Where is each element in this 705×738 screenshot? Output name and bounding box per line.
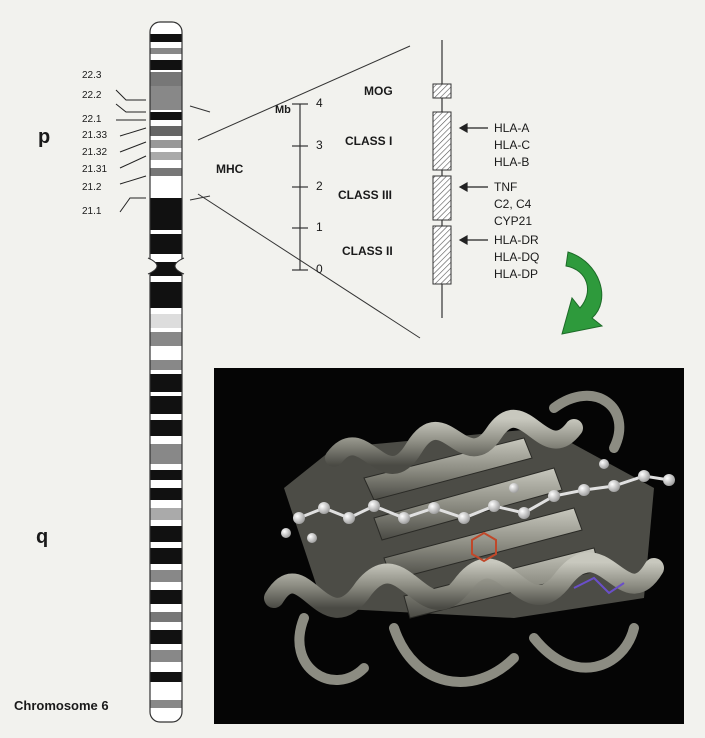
chromosome-ideogram	[150, 22, 182, 722]
gene-label: TNF	[494, 180, 517, 194]
band-label: 21.32	[82, 147, 107, 158]
band-label: 21.31	[82, 164, 107, 175]
scale-tick: 3	[316, 138, 323, 152]
gene-label: CYP21	[494, 214, 532, 228]
class1-block	[433, 112, 451, 170]
band-leader-lines	[116, 90, 146, 212]
band-label: 22.2	[82, 90, 101, 101]
scale-tick: 1	[316, 220, 323, 234]
scale-tick: 0	[316, 262, 323, 276]
green-curved-arrow-icon	[562, 252, 602, 334]
class1-label: CLASS I	[345, 134, 392, 148]
gene-label: HLA-B	[494, 155, 529, 169]
scale-tick: 4	[316, 96, 323, 110]
band-label: 22.1	[82, 114, 101, 125]
gene-label: HLA-DQ	[494, 250, 539, 264]
mog-label: MOG	[364, 84, 393, 98]
band-label: 21.33	[82, 130, 107, 141]
gene-label: HLA-C	[494, 138, 530, 152]
gene-label: HLA-DR	[494, 233, 539, 247]
mog-block	[433, 84, 451, 98]
gene-label: C2, C4	[494, 197, 531, 211]
mb-scale-axis	[292, 104, 308, 270]
band-label: 21.1	[82, 206, 101, 217]
protein-ribbon-render	[214, 368, 684, 724]
band-label: 21.2	[82, 182, 101, 193]
chromosome-title: Chromosome 6	[14, 698, 109, 713]
scale-unit-label: Mb	[275, 104, 291, 116]
class3-block	[433, 176, 451, 220]
mhc-label: MHC	[216, 162, 243, 176]
arm-p-label: p	[38, 126, 50, 149]
class2-block	[433, 226, 451, 284]
class3-label: CLASS III	[338, 188, 392, 202]
gene-label: HLA-DP	[494, 267, 538, 281]
band-label: 22.3	[82, 70, 101, 81]
hla-protein-structure-image	[214, 368, 684, 724]
scale-tick: 2	[316, 179, 323, 193]
gene-label: HLA-A	[494, 121, 529, 135]
class2-label: CLASS II	[342, 244, 393, 258]
arm-q-label: q	[36, 526, 48, 549]
